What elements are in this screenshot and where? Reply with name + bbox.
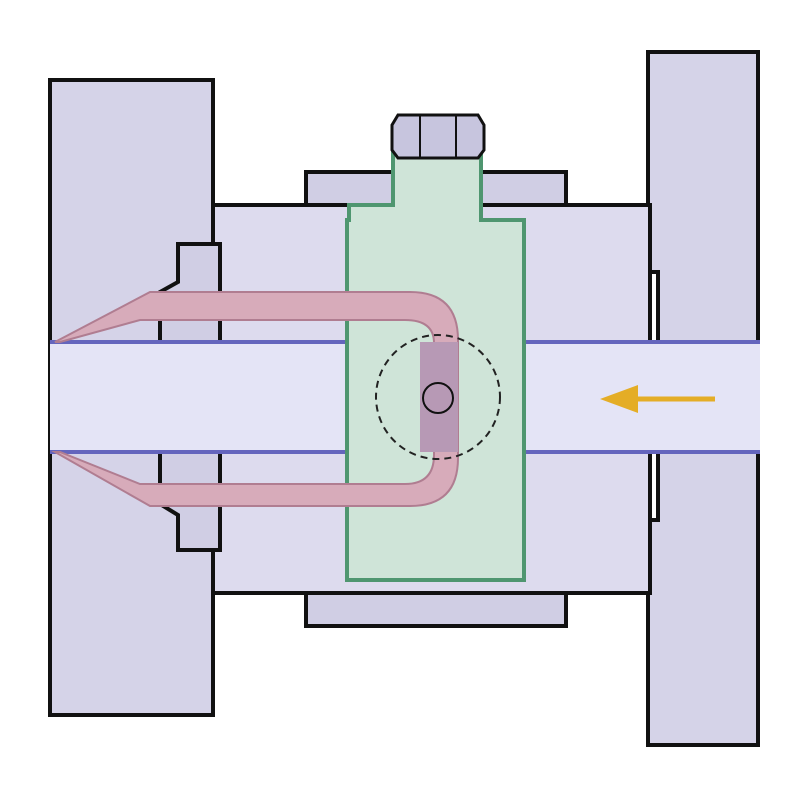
u-tube (51, 291, 459, 507)
detail-circle (375, 334, 501, 460)
bottom-cap (304, 591, 568, 628)
pivot-pin (422, 382, 454, 414)
flow-arrow (600, 385, 715, 413)
hex-nut (390, 113, 486, 160)
